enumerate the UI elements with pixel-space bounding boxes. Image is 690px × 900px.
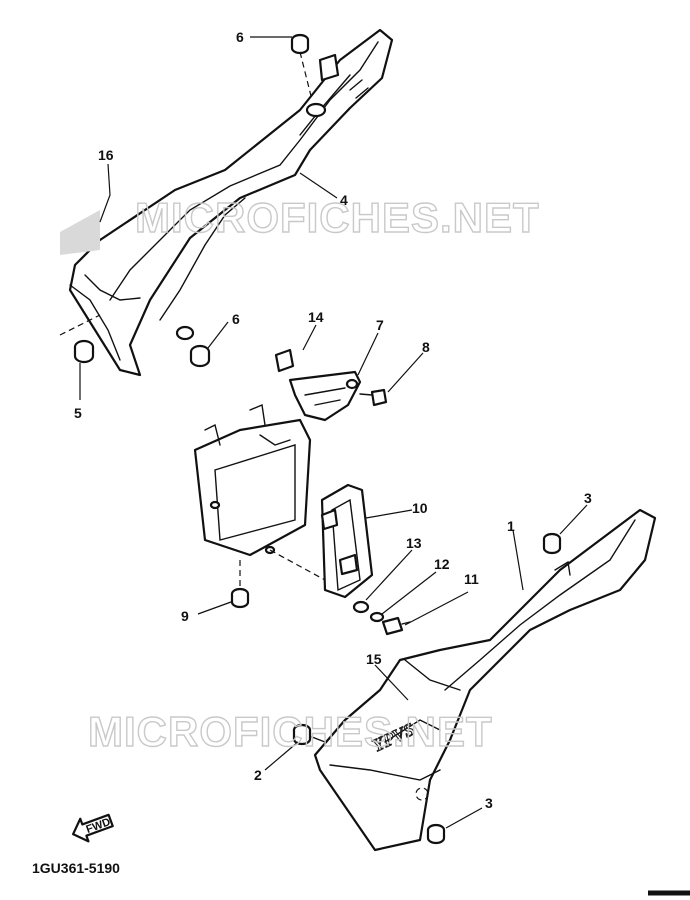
grommet-6-top — [290, 33, 313, 101]
callout-16: 16 — [98, 147, 114, 163]
part-number: 1GU361-5190 — [32, 860, 120, 876]
grommet-5 — [59, 314, 101, 364]
watermark-lower: MICROFICHES.NET — [88, 708, 493, 755]
callout-2: 2 — [254, 767, 262, 783]
watermark-upper: MICROFICHES.NET — [135, 194, 540, 241]
callouts: 6 16 4 6 5 14 7 8 9 10 13 12 11 1 3 15 2… — [74, 29, 592, 811]
grommet-2 — [292, 723, 326, 746]
lower-side-cover: YPVS — [313, 508, 657, 852]
grommet-6-lower — [189, 344, 211, 368]
fwd-arrow: FWD — [71, 813, 114, 843]
callout-9: 9 — [181, 608, 189, 624]
fwd-label: FWD — [85, 816, 113, 836]
callout-6-top: 6 — [236, 29, 244, 45]
grommet-9 — [230, 560, 250, 609]
bracket-7 — [288, 370, 362, 422]
washer-13 — [352, 600, 370, 614]
callout-13: 13 — [406, 535, 422, 551]
grommet-3-upper — [542, 532, 562, 555]
callout-4: 4 — [340, 192, 348, 208]
callout-11: 11 — [464, 571, 479, 587]
callout-10: 10 — [412, 500, 428, 516]
bracket-plate-10 — [269, 483, 374, 599]
battery-box — [193, 404, 312, 557]
callout-14: 14 — [308, 309, 324, 325]
clip-14 — [274, 348, 295, 373]
callout-12: 12 — [434, 556, 450, 572]
callout-5: 5 — [74, 405, 82, 421]
washer-12 — [369, 611, 385, 623]
callout-3-upper: 3 — [584, 490, 592, 506]
callout-3-lower: 3 — [485, 795, 493, 811]
bolt-8 — [359, 388, 388, 407]
callout-8: 8 — [422, 339, 430, 355]
callout-15: 15 — [366, 651, 382, 667]
grommet-3-lower — [426, 823, 446, 845]
upper-side-cover — [60, 28, 394, 377]
callout-1: 1 — [507, 518, 515, 534]
leader-lines — [79, 36, 588, 829]
callout-7: 7 — [376, 317, 384, 333]
callout-6-lower: 6 — [232, 311, 240, 327]
screw-11 — [381, 616, 411, 636]
